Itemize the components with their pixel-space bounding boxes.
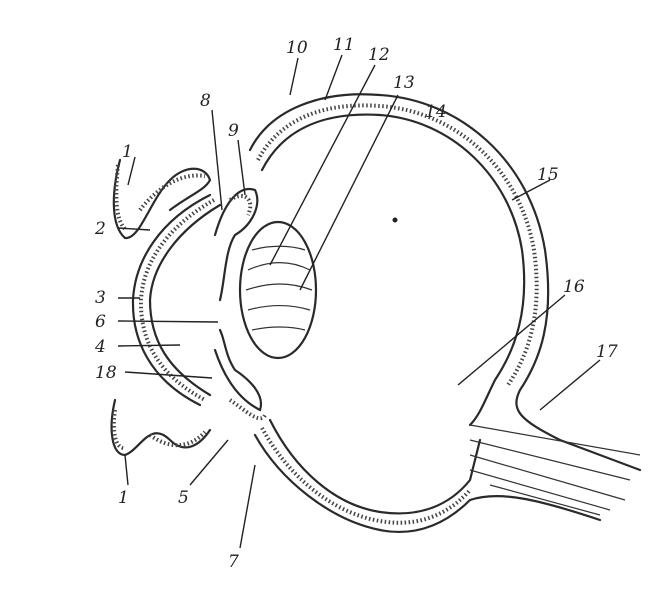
label-13: 13 [393,73,415,93]
label-15: 15 [537,165,559,185]
label-17: 17 [596,342,618,362]
labels: 1 2 3 6 4 18 1 5 7 8 9 10 11 12 13 14 15… [94,35,618,572]
vitreous-marker [392,217,398,223]
label-7: 7 [228,552,239,572]
label-12: 12 [368,45,390,65]
label-16: 16 [563,277,585,297]
label-1-bottom: 1 [118,488,129,508]
label-9: 9 [228,121,239,141]
label-10: 10 [286,38,308,58]
label-2: 2 [94,219,106,239]
label-11: 11 [333,35,355,55]
eyeball-wall [248,93,642,534]
label-5: 5 [178,488,189,508]
label-6: 6 [95,312,106,332]
label-18: 18 [95,363,117,383]
iris-ciliary [213,187,267,421]
label-3: 3 [95,288,106,308]
eyelids [110,158,212,457]
label-4: 4 [94,337,106,357]
lens [238,220,318,360]
label-8: 8 [200,91,211,111]
label-14: 14 [425,102,447,122]
cornea [131,193,222,407]
label-1-top: 1 [122,142,133,162]
leader-lines [117,54,601,549]
